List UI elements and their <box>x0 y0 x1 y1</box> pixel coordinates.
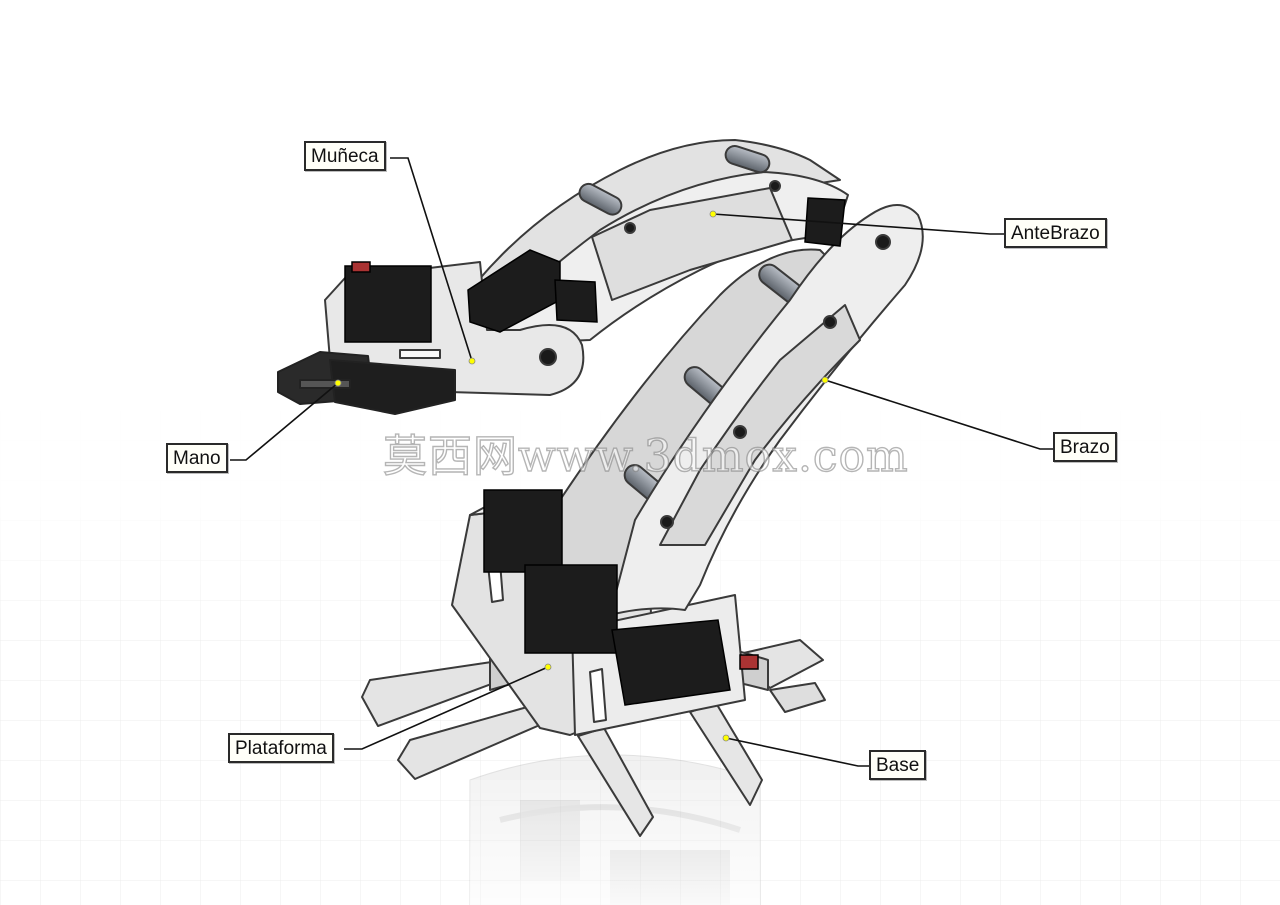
label-antebrazo: AnteBrazo <box>1004 218 1107 248</box>
label-brazo: Brazo <box>1053 432 1117 462</box>
label-plataforma: Plataforma <box>228 733 334 763</box>
mano-part <box>277 351 456 415</box>
label-mano: Mano <box>166 443 228 473</box>
anchor-dot-muneca <box>468 357 476 365</box>
leader-line-brazo <box>824 379 1053 450</box>
anchor-dot-brazo <box>821 376 829 384</box>
anchor-dot-antebrazo <box>709 210 717 218</box>
leader-line-muneca <box>390 157 473 362</box>
leader-line-plataforma <box>344 666 549 750</box>
anchor-dot-base <box>722 734 730 742</box>
floor-reflection <box>469 754 761 905</box>
servo-motors <box>344 197 846 706</box>
leader-line-base <box>725 737 869 767</box>
anchor-dot-mano <box>334 379 342 387</box>
label-muneca: Muñeca <box>304 141 386 171</box>
watermark-text: 莫西网www.3dmox.com <box>382 430 909 482</box>
anchor-dot-plataforma <box>544 663 552 671</box>
leader-line-antebrazo <box>712 213 1004 235</box>
brazo-part <box>547 204 924 616</box>
anchor-dots <box>334 210 829 742</box>
label-base: Base <box>869 750 927 780</box>
leader-lines <box>230 157 1053 767</box>
leader-line-mano <box>230 382 339 461</box>
